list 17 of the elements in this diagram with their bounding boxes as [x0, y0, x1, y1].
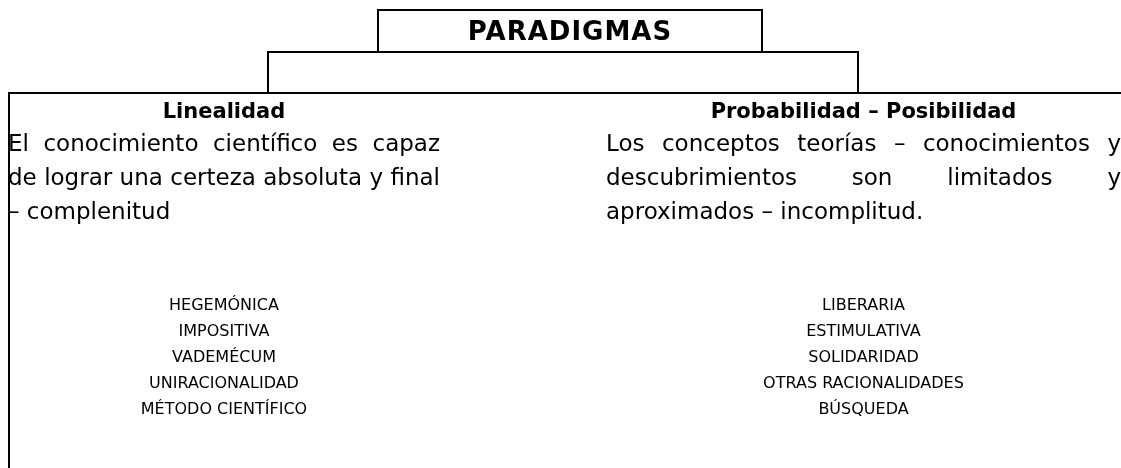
- list-item: VADEMÉCUM: [172, 346, 276, 368]
- list-item: SOLIDARIDAD: [808, 346, 919, 368]
- frame-box: [8, 92, 1121, 468]
- column-heading: Probabilidad – Posibilidad: [709, 98, 1018, 125]
- list-item: OTRAS RACIONALIDADES: [763, 372, 964, 394]
- title-box: PARADIGMAS: [377, 9, 763, 53]
- list-item: LIBERARIA: [822, 294, 905, 316]
- list-item: HEGEMÓNICA: [169, 294, 279, 316]
- list-item: ESTIMULATIVA: [806, 320, 921, 342]
- column-heading: Linealidad: [161, 98, 287, 125]
- list-item: IMPOSITIVA: [178, 320, 270, 342]
- connector-line: [267, 51, 378, 94]
- connector-line: [762, 51, 859, 94]
- list-item: MÉTODO CIENTÍFICO: [140, 398, 308, 420]
- list-item: UNIRACIONALIDAD: [149, 372, 299, 394]
- list-item: BÚSQUEDA: [818, 398, 909, 420]
- description-text: Los conceptos teorías – conocimientos y descubrimientos son limitados y aproximados – incomplitud.: [606, 129, 1121, 226]
